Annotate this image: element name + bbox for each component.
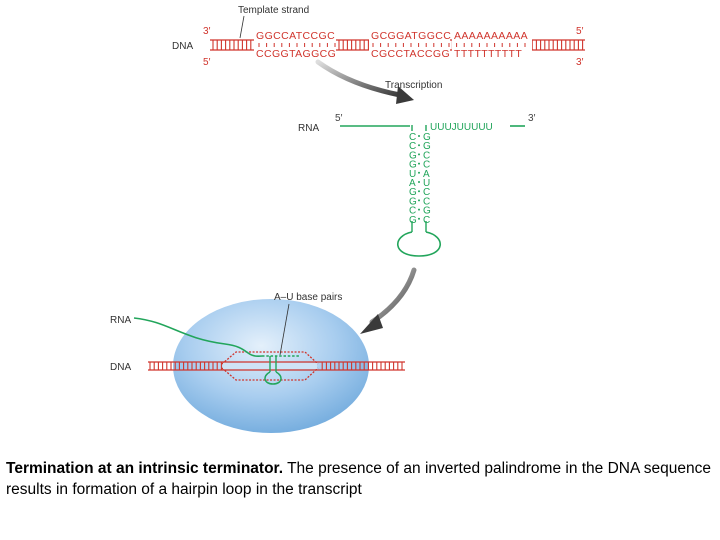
pair-dot	[418, 190, 420, 193]
pair-dot	[418, 144, 420, 147]
pair-dot	[418, 199, 420, 202]
prime-3-bottom-right: 3′	[576, 57, 584, 68]
pair-dot	[418, 171, 420, 174]
pair-dot	[418, 217, 420, 220]
caption-text: The presence of an inverted palindrome i…	[6, 460, 711, 498]
seq-top-1: GGCCATCCGC	[256, 30, 335, 42]
sequence-pair-dots	[258, 43, 526, 47]
pair-dot	[418, 162, 420, 165]
au-base-pairs-label: A–U base pairs	[274, 292, 342, 303]
transcription-arrow	[315, 59, 414, 104]
template-strand-label: Template strand	[238, 5, 309, 16]
pair-dot	[418, 208, 420, 211]
termination-arrow	[360, 267, 417, 334]
prime-3-top: 3′	[203, 26, 211, 37]
stem-base: G	[409, 196, 417, 207]
seq-bottom-3: TTTTTTTTTT	[454, 48, 522, 60]
caption-title: Termination at an intrinsic terminator.	[6, 460, 284, 477]
stem-base: G	[423, 206, 431, 217]
seq-top-2: GCGGATGGCC	[371, 30, 451, 42]
prime-5-bottom-left: 5′	[203, 57, 211, 68]
stem-base: C	[423, 196, 430, 207]
dna-label-bottom: DNA	[110, 362, 131, 373]
stem-base: G	[409, 215, 417, 226]
rna-prime-5: 5′	[335, 113, 343, 124]
stem-base: C	[409, 132, 416, 143]
stem-base: G	[423, 141, 431, 152]
stem-base: C	[409, 141, 416, 152]
prime-5-top-right: 5′	[576, 26, 584, 37]
stem-base: A	[409, 178, 416, 189]
dna-label-top: DNA	[172, 41, 193, 52]
rna-label-middle: RNA	[298, 123, 319, 134]
stem-base: C	[409, 206, 416, 217]
stem-base: G	[409, 187, 417, 198]
rna-prime-3: 3′	[528, 113, 536, 124]
seq-top-3: AAAAAAAAAA	[454, 30, 528, 42]
stem-base: A	[423, 169, 430, 180]
stem-base: C	[423, 187, 430, 198]
pair-dot	[418, 153, 420, 156]
pair-dot	[418, 181, 420, 183]
stem-base: C	[423, 160, 430, 171]
seq-bottom-1: CCGGTAGGCG	[256, 48, 336, 60]
terminator-diagram: Template strand DNA 3′ 5′ 5′ 3′ GGCCATCC…	[110, 5, 585, 433]
figure-caption: Termination at an intrinsic terminator. …	[6, 458, 714, 500]
pair-dot	[418, 135, 420, 137]
stem-base: G	[409, 160, 417, 171]
dna-base-ticks-bottom	[149, 362, 403, 370]
rna-tail-sequence: UUUJUUUUU	[430, 122, 493, 133]
rna-strand-bottom	[133, 317, 300, 385]
stem-base: G	[423, 132, 431, 143]
transcription-label: Transcription	[385, 80, 442, 91]
template-pointer	[239, 15, 245, 39]
stem-base: U	[409, 169, 416, 180]
stem-base: G	[409, 150, 417, 161]
dna-duplex-top	[210, 29, 585, 59]
rna-label-bottom: RNA	[110, 315, 131, 326]
seq-bottom-2: CGCCTACCGG	[371, 48, 450, 60]
au-pointer	[279, 303, 290, 356]
stem-base: U	[423, 178, 430, 189]
stem-base: C	[423, 215, 430, 226]
stem-base: C	[423, 150, 430, 161]
